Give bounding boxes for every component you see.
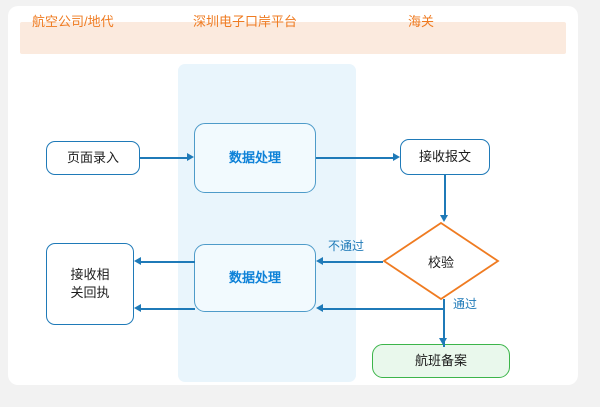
node-receive-receipt-line2: 关回执	[70, 285, 110, 300]
lane-title-airline: 航空公司/地代	[32, 14, 114, 29]
node-page-entry[interactable]: 页面录入	[46, 141, 140, 175]
node-verify-decision[interactable]: 校验	[382, 221, 500, 301]
swimlane-platform-column	[178, 64, 356, 382]
edge-verify-fail-to-process2	[323, 261, 383, 263]
node-receive-receipt-label: 接收相 关回执	[70, 266, 109, 301]
edge-process2-to-receipt-lower	[141, 308, 195, 310]
edge-receive-message-to-verify	[444, 175, 446, 217]
edge-label-fail: 不通过	[328, 239, 365, 253]
arrowhead-receipt-in-lower	[134, 304, 141, 312]
node-flight-filing[interactable]: 航班备案	[372, 344, 510, 378]
lane-title-platform: 深圳电子口岸平台	[193, 14, 298, 29]
edge-label-pass: 通过	[453, 297, 478, 311]
edge-process2-to-receipt-upper	[141, 261, 195, 263]
edge-process1-to-receive-message	[316, 157, 393, 159]
node-verify-label: 校验	[427, 254, 454, 270]
node-process-2[interactable]: 数据处理	[194, 244, 316, 312]
lane-header-band	[20, 22, 566, 54]
arrowhead-verify-in	[439, 215, 448, 222]
edge-verify-pass-down	[443, 299, 445, 347]
arrowhead-receipt-in-upper	[134, 257, 141, 265]
node-receive-message[interactable]: 接收报文	[400, 139, 490, 175]
diagram-card: 航空公司/地代 深圳电子口岸平台 海关 页面录入 数据处理 接收报文 校验 航班…	[8, 6, 578, 385]
arrowhead-process2-in-pass	[316, 304, 323, 312]
edge-page-entry-to-process1	[140, 157, 188, 159]
node-receive-receipt[interactable]: 接收相 关回执	[46, 243, 134, 325]
lane-title-customs: 海关	[408, 14, 435, 29]
node-receive-receipt-line1: 接收相	[70, 267, 110, 283]
arrowhead-process2-in-fail	[316, 257, 323, 265]
arrowhead-flight-filing-in	[438, 338, 447, 345]
diamond-shape-icon	[382, 221, 500, 301]
arrowhead-receive-message-in	[393, 153, 400, 161]
node-process-1[interactable]: 数据处理	[194, 123, 316, 193]
arrowhead-process1-in	[187, 153, 194, 161]
edge-verify-pass-to-process2	[323, 308, 444, 310]
